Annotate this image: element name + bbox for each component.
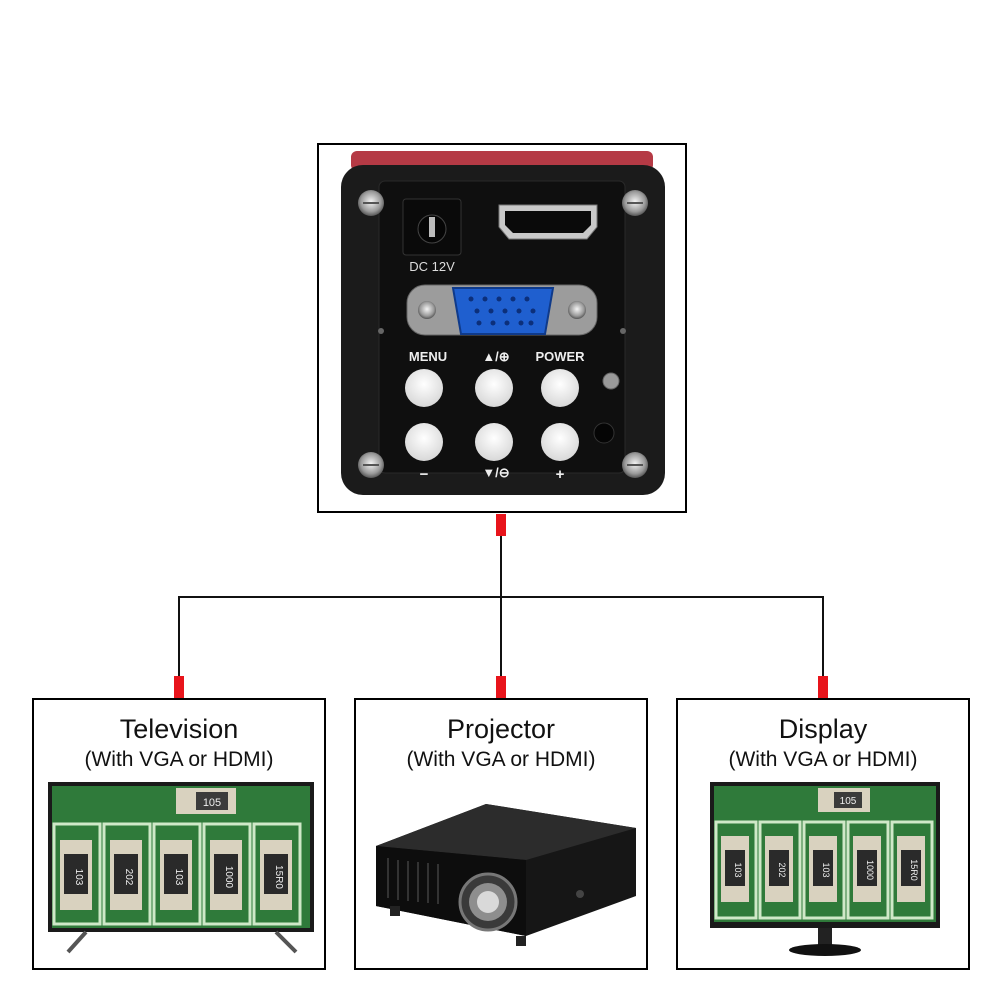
down-zoom-out-label: ▼/⊖ xyxy=(482,465,509,480)
down-zoom-out-button[interactable] xyxy=(475,423,513,461)
display-image: 105 103 202 103 1000 15R0 xyxy=(710,782,940,956)
svg-text:202: 202 xyxy=(777,862,787,877)
minus-label: − xyxy=(420,466,429,483)
power-button[interactable] xyxy=(541,369,579,407)
resistor-row: 103 202 103 1000 15R0 xyxy=(52,822,302,926)
display-subtitle: (With VGA or HDMI) xyxy=(728,748,918,771)
camera-back-panel: DC 12V MENU ▲/⊕ POWER xyxy=(341,151,665,495)
connector-tab-camera xyxy=(496,514,506,536)
minus-button[interactable] xyxy=(405,423,443,461)
connector-tab-television xyxy=(174,676,184,698)
branch-line-right xyxy=(822,596,824,676)
status-led-icon xyxy=(602,372,620,390)
svg-text:202: 202 xyxy=(123,869,134,886)
svg-text:103: 103 xyxy=(173,869,184,886)
svg-text:103: 103 xyxy=(733,862,743,877)
power-label: POWER xyxy=(535,349,585,364)
screw-icon xyxy=(622,190,648,216)
tv-stand-icon xyxy=(66,930,298,954)
projector-title: Projector xyxy=(446,714,556,744)
plus-label: + xyxy=(556,466,565,483)
branch-line xyxy=(178,596,824,598)
television-subtitle: (With VGA or HDMI) xyxy=(84,748,274,771)
svg-text:15R0: 15R0 xyxy=(909,859,919,881)
display-card: Display (With VGA or HDMI) 105 103 202 1… xyxy=(676,698,970,970)
dc-label: DC 12V xyxy=(409,259,455,274)
projector-subtitle: (With VGA or HDMI) xyxy=(406,748,596,771)
hdmi-port-icon[interactable] xyxy=(498,204,598,240)
television-image: 105 103 202 103 1000 15R0 xyxy=(48,782,314,954)
plus-button[interactable] xyxy=(541,423,579,461)
resistor-row: 103 202 103 1000 15R0 xyxy=(714,820,934,920)
dc-power-jack-icon xyxy=(402,198,462,256)
screw-icon xyxy=(358,452,384,478)
menu-label: MENU xyxy=(409,349,447,364)
up-zoom-in-button[interactable] xyxy=(475,369,513,407)
pcb-label: 105 xyxy=(203,797,221,809)
connector-tab-projector xyxy=(496,676,506,698)
connector-tab-display xyxy=(818,676,828,698)
screw-icon xyxy=(358,190,384,216)
menu-button[interactable] xyxy=(405,369,443,407)
small-screw-icon xyxy=(378,328,384,334)
branch-line-left xyxy=(178,596,180,676)
screw-icon xyxy=(622,452,648,478)
television-card: Television (With VGA or HDMI) 105 103 20… xyxy=(32,698,326,970)
ir-sensor-icon xyxy=(593,422,615,444)
svg-text:15R0: 15R0 xyxy=(273,865,284,889)
projector-icon xyxy=(376,804,636,946)
svg-text:1000: 1000 xyxy=(865,860,875,880)
projector-card: Projector (With VGA or HDMI) xyxy=(354,698,648,970)
svg-text:103: 103 xyxy=(73,869,84,886)
trunk-line xyxy=(500,536,502,676)
vga-port-icon[interactable] xyxy=(406,284,598,336)
up-zoom-in-label: ▲/⊕ xyxy=(482,349,509,364)
svg-text:103: 103 xyxy=(821,862,831,877)
monitor-stand-icon xyxy=(818,928,832,946)
small-screw-icon xyxy=(620,328,626,334)
television-title: Television xyxy=(119,714,239,744)
display-title: Display xyxy=(778,714,868,744)
pcb-label: 105 xyxy=(840,796,857,807)
camera-frame: DC 12V MENU ▲/⊕ POWER xyxy=(317,143,687,513)
svg-text:1000: 1000 xyxy=(223,866,234,889)
